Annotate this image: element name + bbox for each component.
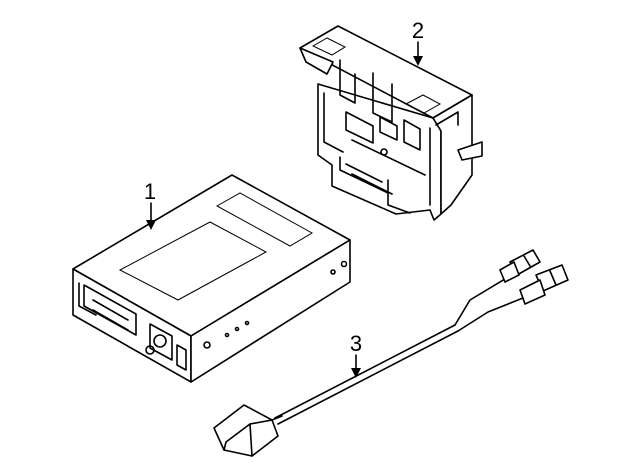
callout-3: 3 xyxy=(350,331,362,378)
callout-1-label: 1 xyxy=(144,179,156,204)
callout-1: 1 xyxy=(144,179,156,230)
wire-harness-part[interactable] xyxy=(213,249,569,457)
callout-2-label: 2 xyxy=(412,18,424,43)
callout-2: 2 xyxy=(412,18,424,66)
mounting-bracket-part[interactable] xyxy=(299,25,483,221)
callout-3-label: 3 xyxy=(350,331,362,356)
control-module-part[interactable] xyxy=(72,174,351,383)
